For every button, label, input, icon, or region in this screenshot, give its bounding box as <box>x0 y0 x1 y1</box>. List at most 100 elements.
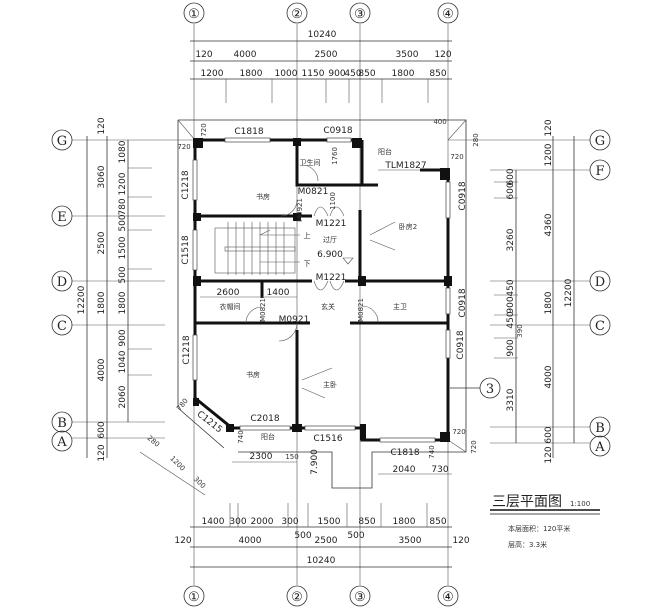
axis-label: D <box>57 275 67 290</box>
section-marker: 3 <box>450 377 501 399</box>
dim-label: 850 <box>358 517 375 527</box>
dim-label: 730 <box>431 465 448 475</box>
dim-label: 300 <box>229 517 246 527</box>
axis-label: B <box>595 421 605 436</box>
horizontal-axis-lines <box>72 139 590 444</box>
label-m0921: M0921 <box>279 315 310 325</box>
room-hall: 过厅 <box>323 235 337 244</box>
dim-label: 740 <box>237 430 245 443</box>
dim-label: 1800 <box>544 291 554 314</box>
dim-label: 1800 <box>97 291 107 314</box>
eave-outline <box>177 119 467 489</box>
dim-label: 1500 <box>318 517 341 527</box>
dim-label: 1400 <box>267 288 290 298</box>
dim-label: 850 <box>429 69 446 79</box>
room-labels: 书房 卫生间 阳台 卧房2 上 下 过厅 6.900 衣帽间 玄关 主卫 书房 … <box>220 147 418 475</box>
door-swings <box>245 164 396 399</box>
window-c1818-bottom <box>379 437 436 443</box>
dim-label: 280 <box>146 434 161 449</box>
dim-label: 150 <box>285 453 298 461</box>
section-marker-label: 3 <box>486 382 494 397</box>
dim-label: 500 <box>118 266 128 283</box>
axis-label: F <box>595 164 604 179</box>
label-m0821: M0821 <box>357 298 365 322</box>
dim-label: 850 <box>429 517 446 527</box>
axis-label: ④ <box>442 7 454 22</box>
axis-label: G <box>57 134 67 149</box>
dimensions-bottom: 1400 300 2000 300 1500 850 1800 850 120 … <box>174 503 470 568</box>
window-c0918-right-bottom <box>445 329 451 359</box>
window-c1218-top <box>192 159 198 201</box>
label-c2018: C2018 <box>250 414 279 424</box>
dim-total-right: 12200 <box>564 278 574 307</box>
dim-label: 720 <box>177 143 190 151</box>
axis-label: E <box>57 210 67 225</box>
dim-label: 1080 <box>118 140 128 163</box>
dim-label: 900 <box>118 329 128 346</box>
window-c1516 <box>304 425 356 431</box>
dim-label: 1000 <box>275 69 298 79</box>
dim-label: 3260 <box>506 228 516 251</box>
dim-label: 120 <box>544 446 554 463</box>
room-bedroom-2: 卧房2 <box>399 222 417 231</box>
dim-label: 1200 <box>118 172 128 195</box>
dim-label: 600 <box>544 426 554 443</box>
axis-label: ③ <box>354 7 366 22</box>
dim-label: 720 <box>200 123 208 136</box>
dim-label: 120 <box>97 444 107 461</box>
label-c1218: C1218 <box>182 335 192 364</box>
dim-label: 450 <box>506 311 516 328</box>
dim-label: 720 <box>470 440 478 453</box>
label-m0821: M0821 <box>298 187 329 197</box>
room-study-bottom: 书房 <box>246 370 260 379</box>
dim-label: 1040 <box>118 350 128 373</box>
title-block: 三层平面图 1:100 本层面积：120平米 层高：3.3米 <box>490 494 600 549</box>
dim-label: 900 <box>328 69 345 79</box>
window-c0918-right-top <box>445 181 451 219</box>
label-c0918: C0918 <box>458 181 468 210</box>
label-c0918: C0918 <box>456 330 466 359</box>
dim-label: 3500 <box>399 536 422 546</box>
label-m1221: M1221 <box>316 273 347 283</box>
dim-label: 720 <box>452 428 465 436</box>
axis-bubble <box>286 585 308 607</box>
dim-label: 2500 <box>315 536 338 546</box>
dimensions-left: 12200 120 3060 2500 1800 4000 600 120 10… <box>77 117 152 462</box>
dim-label: 3500 <box>396 50 419 60</box>
window-c0918-right-mid <box>445 287 451 315</box>
dim-total-left: 12200 <box>77 285 87 314</box>
axis-bubbles-left: G E D C B A <box>51 129 73 452</box>
window-c0918-top <box>326 137 352 143</box>
dim-label: 850 <box>358 69 375 79</box>
window-c2018 <box>239 425 291 431</box>
room-foyer: 玄关 <box>321 302 335 311</box>
dim-label: 2060 <box>118 385 128 408</box>
dim-label: 720 <box>450 153 463 161</box>
axis-label: A <box>56 435 67 450</box>
label-m1221: M1221 <box>316 219 347 229</box>
floor-height-note: 层高：3.3米 <box>508 540 547 549</box>
dim-label: 500 <box>347 531 364 541</box>
axis-bubble <box>183 2 205 24</box>
label-c1518: C1518 <box>181 235 191 264</box>
axis-bubbles-bottom: ① ② ③ ④ <box>183 585 459 607</box>
dim-label: 3060 <box>97 165 107 188</box>
windows <box>192 137 451 443</box>
axis-label: C <box>57 319 67 334</box>
level-mark-hall: 6.900 <box>317 250 343 260</box>
dim-label: 1400 <box>202 517 225 527</box>
dim-label: 4000 <box>239 536 262 546</box>
axis-label: C <box>595 319 605 334</box>
dim-label: 1800 <box>392 69 415 79</box>
dim-total-top: 10240 <box>308 30 337 40</box>
dim-label: 1800 <box>118 291 128 314</box>
axis-label: ② <box>291 7 303 22</box>
dim-label: 1800 <box>240 69 263 79</box>
axis-label: ② <box>291 590 303 605</box>
axis-bubbles-right: G F D C B A <box>589 129 611 457</box>
dim-label: 600 <box>506 168 516 185</box>
dim-label: 1100 <box>329 192 337 210</box>
room-master-bedroom: 主卧 <box>323 380 337 389</box>
dim-label: 2000 <box>251 517 274 527</box>
